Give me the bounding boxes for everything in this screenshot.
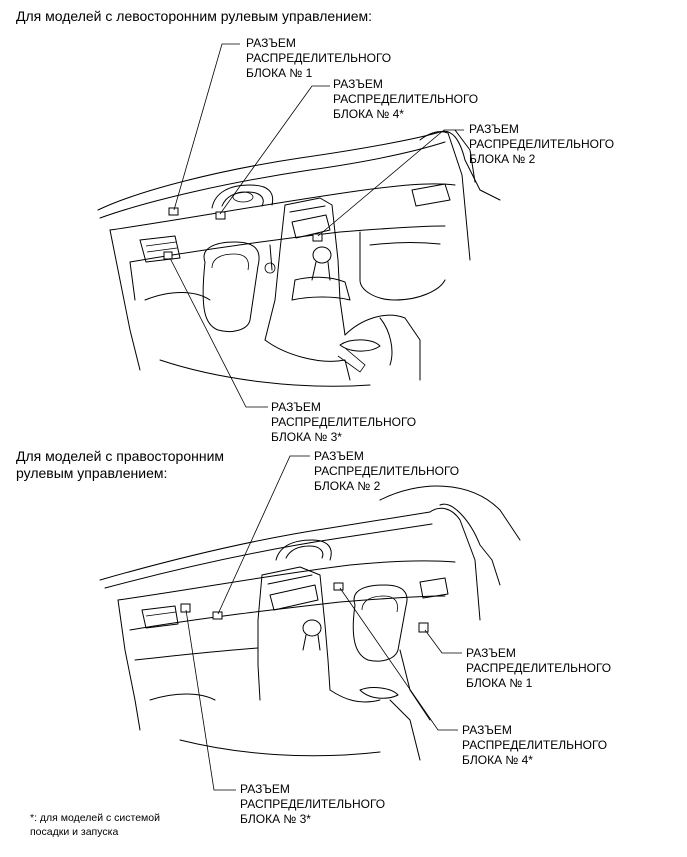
footnote-line: посадки и запуска <box>30 826 119 838</box>
label-line: БЛОКА № 4* <box>462 753 533 767</box>
label-line: РАЗЪЕМ <box>240 782 290 796</box>
heading-line: Для моделей с правосторонним <box>16 448 225 464</box>
rhd-dashboard-drawing <box>99 455 521 791</box>
lhd-connector-4 <box>215 211 226 220</box>
rhd-connector-3-label: РАЗЪЕМ РАСПРЕДЕЛИТЕЛЬНОГО БЛОКА № 3* <box>240 782 385 827</box>
rhd-connector-1 <box>418 622 429 633</box>
heading-line: рулевым управлением: <box>16 465 168 481</box>
rhd-connector-4-label: РАЗЪЕМ РАСПРЕДЕЛИТЕЛЬНОГО БЛОКА № 4* <box>462 723 607 768</box>
label-line: РАЗЪЕМ <box>466 646 516 660</box>
rhd-connector-4 <box>333 582 344 591</box>
lhd-connector-1-label: РАЗЪЕМ РАСПРЕДЕЛИТЕЛЬНОГО БЛОКА № 1 <box>246 36 391 81</box>
rhd-connector-2-label: РАЗЪЕМ РАСПРЕДЕЛИТЕЛЬНОГО БЛОКА № 2 <box>314 449 459 494</box>
label-line: РАСПРЕДЕЛИТЕЛЬНОГО <box>271 415 417 429</box>
lhd-connector-1 <box>168 207 179 216</box>
label-line: БЛОКА № 2 <box>469 152 536 166</box>
lhd-connector-2-label: РАЗЪЕМ РАСПРЕДЕЛИТЕЛЬНОГО БЛОКА № 2 <box>469 122 614 167</box>
footnote: *: для моделей с системой посадки и запу… <box>30 811 160 839</box>
lhd-connector-3 <box>163 251 173 260</box>
label-line: РАЗЪЕМ <box>333 77 383 91</box>
label-line: РАЗЪЕМ <box>314 449 364 463</box>
lhd-connector-3-label: РАЗЪЕМ РАСПРЕДЕЛИТЕЛЬНОГО БЛОКА № 3* <box>271 400 416 445</box>
label-line: РАСПРЕДЕЛИТЕЛЬНОГО <box>462 738 608 752</box>
label-line: РАЗЪЕМ <box>462 723 512 737</box>
label-line: РАЗЪЕМ <box>271 400 321 414</box>
rhd-connector-2 <box>212 611 223 620</box>
label-line: БЛОКА № 4* <box>333 107 404 121</box>
rhd-heading: Для моделей с правосторонним рулевым упр… <box>16 448 224 482</box>
label-line: БЛОКА № 3* <box>271 430 342 444</box>
label-line: БЛОКА № 1 <box>466 676 533 690</box>
rhd-connector-3 <box>180 603 191 613</box>
rhd-connector-1-label: РАЗЪЕМ РАСПРЕДЕЛИТЕЛЬНОГО БЛОКА № 1 <box>466 646 611 691</box>
label-line: РАСПРЕДЕЛИТЕЛЬНОГО <box>466 661 612 675</box>
label-line: РАЗЪЕМ <box>246 36 296 50</box>
footnote-line: *: для моделей с системой <box>30 812 160 824</box>
label-line: БЛОКА № 3* <box>240 812 311 826</box>
label-line: БЛОКА № 1 <box>246 66 313 80</box>
label-line: РАСПРЕДЕЛИТЕЛЬНОГО <box>240 797 386 811</box>
lhd-connector-2 <box>312 233 323 242</box>
lhd-connector-4-label: РАЗЪЕМ РАСПРЕДЕЛИТЕЛЬНОГО БЛОКА № 4* <box>333 77 478 122</box>
lhd-dashboard-drawing <box>97 43 501 408</box>
label-line: БЛОКА № 2 <box>314 479 381 493</box>
label-line: РАСПРЕДЕЛИТЕЛЬНОГО <box>246 51 392 65</box>
label-line: РАСПРЕДЕЛИТЕЛЬНОГО <box>469 137 615 151</box>
lhd-heading: Для моделей с левосторонним рулевым упра… <box>16 8 373 24</box>
label-line: РАЗЪЕМ <box>469 122 519 136</box>
label-line: РАСПРЕДЕЛИТЕЛЬНОГО <box>333 92 479 106</box>
label-line: РАСПРЕДЕЛИТЕЛЬНОГО <box>314 464 460 478</box>
